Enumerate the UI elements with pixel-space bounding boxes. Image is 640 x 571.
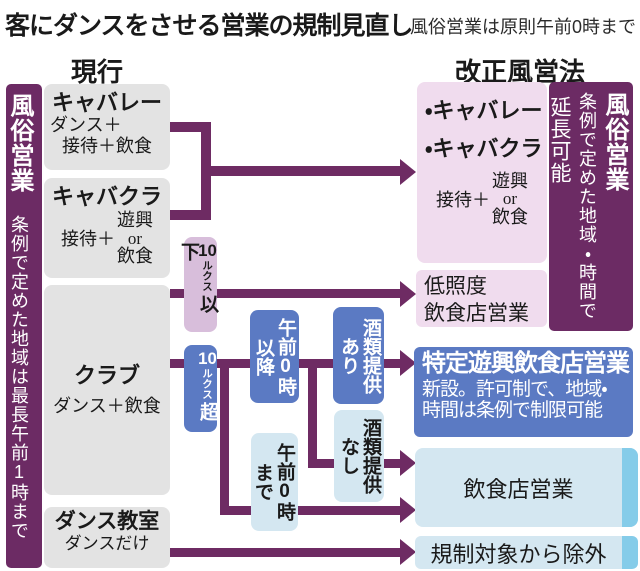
lux-low-suffix: 以下 — [178, 242, 218, 315]
until-midnight-line1: 午前0時 — [274, 443, 295, 521]
arrowhead-specified — [400, 350, 416, 376]
revised-kyabakura-item: ・キャバクラ — [425, 136, 543, 161]
revised-bar-note2: 延長可能 — [548, 96, 571, 184]
club-title: クラブ — [73, 362, 140, 388]
current-bar-note: 条例で定めた地域は最長午前1時まで — [9, 215, 29, 540]
current-box-cabaret: キャバレー ダンス＋ 接待＋飲食 — [44, 84, 170, 170]
revised-law-category-bar: 風俗営業 条例で定めた地域・時間で 延長可能 — [548, 82, 633, 331]
condition-until-midnight: 午前0時 まで — [251, 433, 298, 531]
revised-group-options: 遊興 or 飲食 — [492, 172, 528, 226]
restaurant-title: 飲食店営業 — [463, 476, 574, 502]
arrowhead-low-light — [400, 281, 416, 307]
kyabakura-or: or — [127, 228, 143, 248]
alcohol-no-line2: なし — [338, 437, 359, 475]
kyabakura-formula: 接待＋ 遊興 or 飲食 — [44, 211, 170, 265]
revised-cabaret-item: ・キャバレー — [425, 98, 543, 123]
specified-desc1: 新設。許可制で、地域・ — [422, 379, 608, 401]
lux-high-unit: ルクス — [201, 368, 213, 400]
revised-group-opt1: 遊興 — [492, 171, 528, 191]
cabaret-title: キャバレー — [51, 90, 162, 115]
connector-branch-until-midnight-vert — [220, 359, 229, 515]
revised-box-excluded: 規制対象から除外 — [415, 536, 638, 569]
low-light-line2: 飲食店営業 — [424, 302, 529, 326]
revised-box-cabaret-group: ・キャバレー ・キャバクラ 接待＋ 遊興 or 飲食 — [417, 82, 547, 263]
excluded-accent-stripe — [622, 536, 638, 569]
specified-title: 特定遊興飲食店営業 — [422, 350, 630, 377]
condition-lux-over-10: 10ルクス超 — [184, 345, 218, 432]
cabaret-line1: ダンス＋ — [50, 115, 122, 136]
current-box-club: クラブ ダンス＋飲食 — [44, 285, 170, 495]
condition-no-alcohol: 酒類提供 なし — [334, 410, 384, 502]
current-box-kyabakura: キャバクラ 接待＋ 遊興 or 飲食 — [44, 178, 170, 278]
connector-kyabakura-stub — [170, 210, 211, 220]
connector-branch-alcohol-no-vert — [308, 359, 317, 468]
after-midnight-line1: 午前0時 — [275, 317, 296, 396]
revised-box-restaurant: 飲食店営業 — [415, 448, 638, 527]
arrowhead-excluded — [400, 539, 416, 565]
revised-group-or: or — [502, 189, 518, 209]
connector-to-cabaret-group — [206, 166, 402, 176]
revised-group-prefix: 接待＋ — [436, 190, 490, 211]
lux-high-value: 10 — [198, 350, 217, 367]
revised-box-specified-amusement: 特定遊興飲食店営業 新設。許可制で、地域・ 時間は条例で制限可能 — [414, 347, 633, 437]
low-light-line1: 低照度 — [424, 275, 487, 298]
arrowhead-restaurant-upper — [400, 450, 416, 476]
connector-club-luxlow — [170, 289, 402, 298]
club-desc: ダンス＋飲食 — [53, 395, 161, 416]
lux-high-suffix: 超 — [197, 401, 218, 423]
kyabakura-opt2: 飲食 — [117, 245, 153, 266]
lux-low-value: 10 — [198, 242, 217, 259]
until-midnight-line2: まで — [252, 463, 273, 501]
kyabakura-prefix: 接待＋ — [61, 229, 115, 250]
excluded-title: 規制対象から除外 — [430, 541, 607, 567]
dance-school-desc: ダンスだけ — [64, 534, 150, 554]
cabaret-line2: 接待＋飲食 — [62, 135, 152, 156]
column-header-current: 現行 — [70, 57, 123, 87]
connector-dance-school — [170, 548, 402, 557]
revised-box-low-light: 低照度 飲食店営業 — [416, 270, 547, 327]
revised-group-formula: 接待＋ 遊興 or 飲食 — [417, 172, 547, 226]
alcohol-yes-line2: あり — [338, 336, 359, 375]
lux-low-unit: ルクス — [201, 260, 213, 292]
arrowhead-restaurant-lower — [400, 497, 416, 523]
specified-desc2: 時間は条例で制限可能 — [422, 400, 603, 422]
current-law-category-bar: 風俗営業条例で定めた地域は最長午前1時まで — [6, 84, 42, 568]
alcohol-no-line1: 酒類提供 — [360, 418, 381, 494]
kyabakura-options: 遊興 or 飲食 — [117, 211, 153, 265]
revised-bar-note: 条例で定めた地域・時間で — [577, 92, 597, 320]
dance-school-title: ダンス教室 — [54, 510, 160, 533]
current-bar-label: 風俗営業 — [6, 93, 33, 193]
page-subtitle: 風俗営業は原則午前0時まで — [410, 17, 637, 37]
revised-group-opt2: 飲食 — [492, 206, 528, 227]
restaurant-accent-stripe — [622, 448, 638, 527]
arrowhead-cabaret-group — [400, 159, 416, 185]
connector-branch-until-midnight-horiz — [220, 506, 402, 515]
condition-after-midnight: 午前0時 以降 — [250, 310, 299, 403]
kyabakura-opt1: 遊興 — [117, 210, 153, 231]
connector-cabaret-stub — [170, 122, 211, 132]
revised-bar-label: 風俗営業 — [601, 92, 628, 192]
after-midnight-line2: 以降 — [253, 337, 274, 376]
current-box-dance-school: ダンス教室 ダンスだけ — [44, 507, 170, 568]
page-title: 客にダンスをさせる営業の規制見直し — [5, 12, 414, 40]
kyabakura-title: キャバクラ — [51, 184, 162, 209]
condition-alcohol-served: 酒類提供 あり — [333, 307, 384, 404]
alcohol-yes-line1: 酒類提供 — [360, 317, 381, 394]
condition-lux-10-or-less: 10ルクス以下 — [178, 237, 218, 332]
